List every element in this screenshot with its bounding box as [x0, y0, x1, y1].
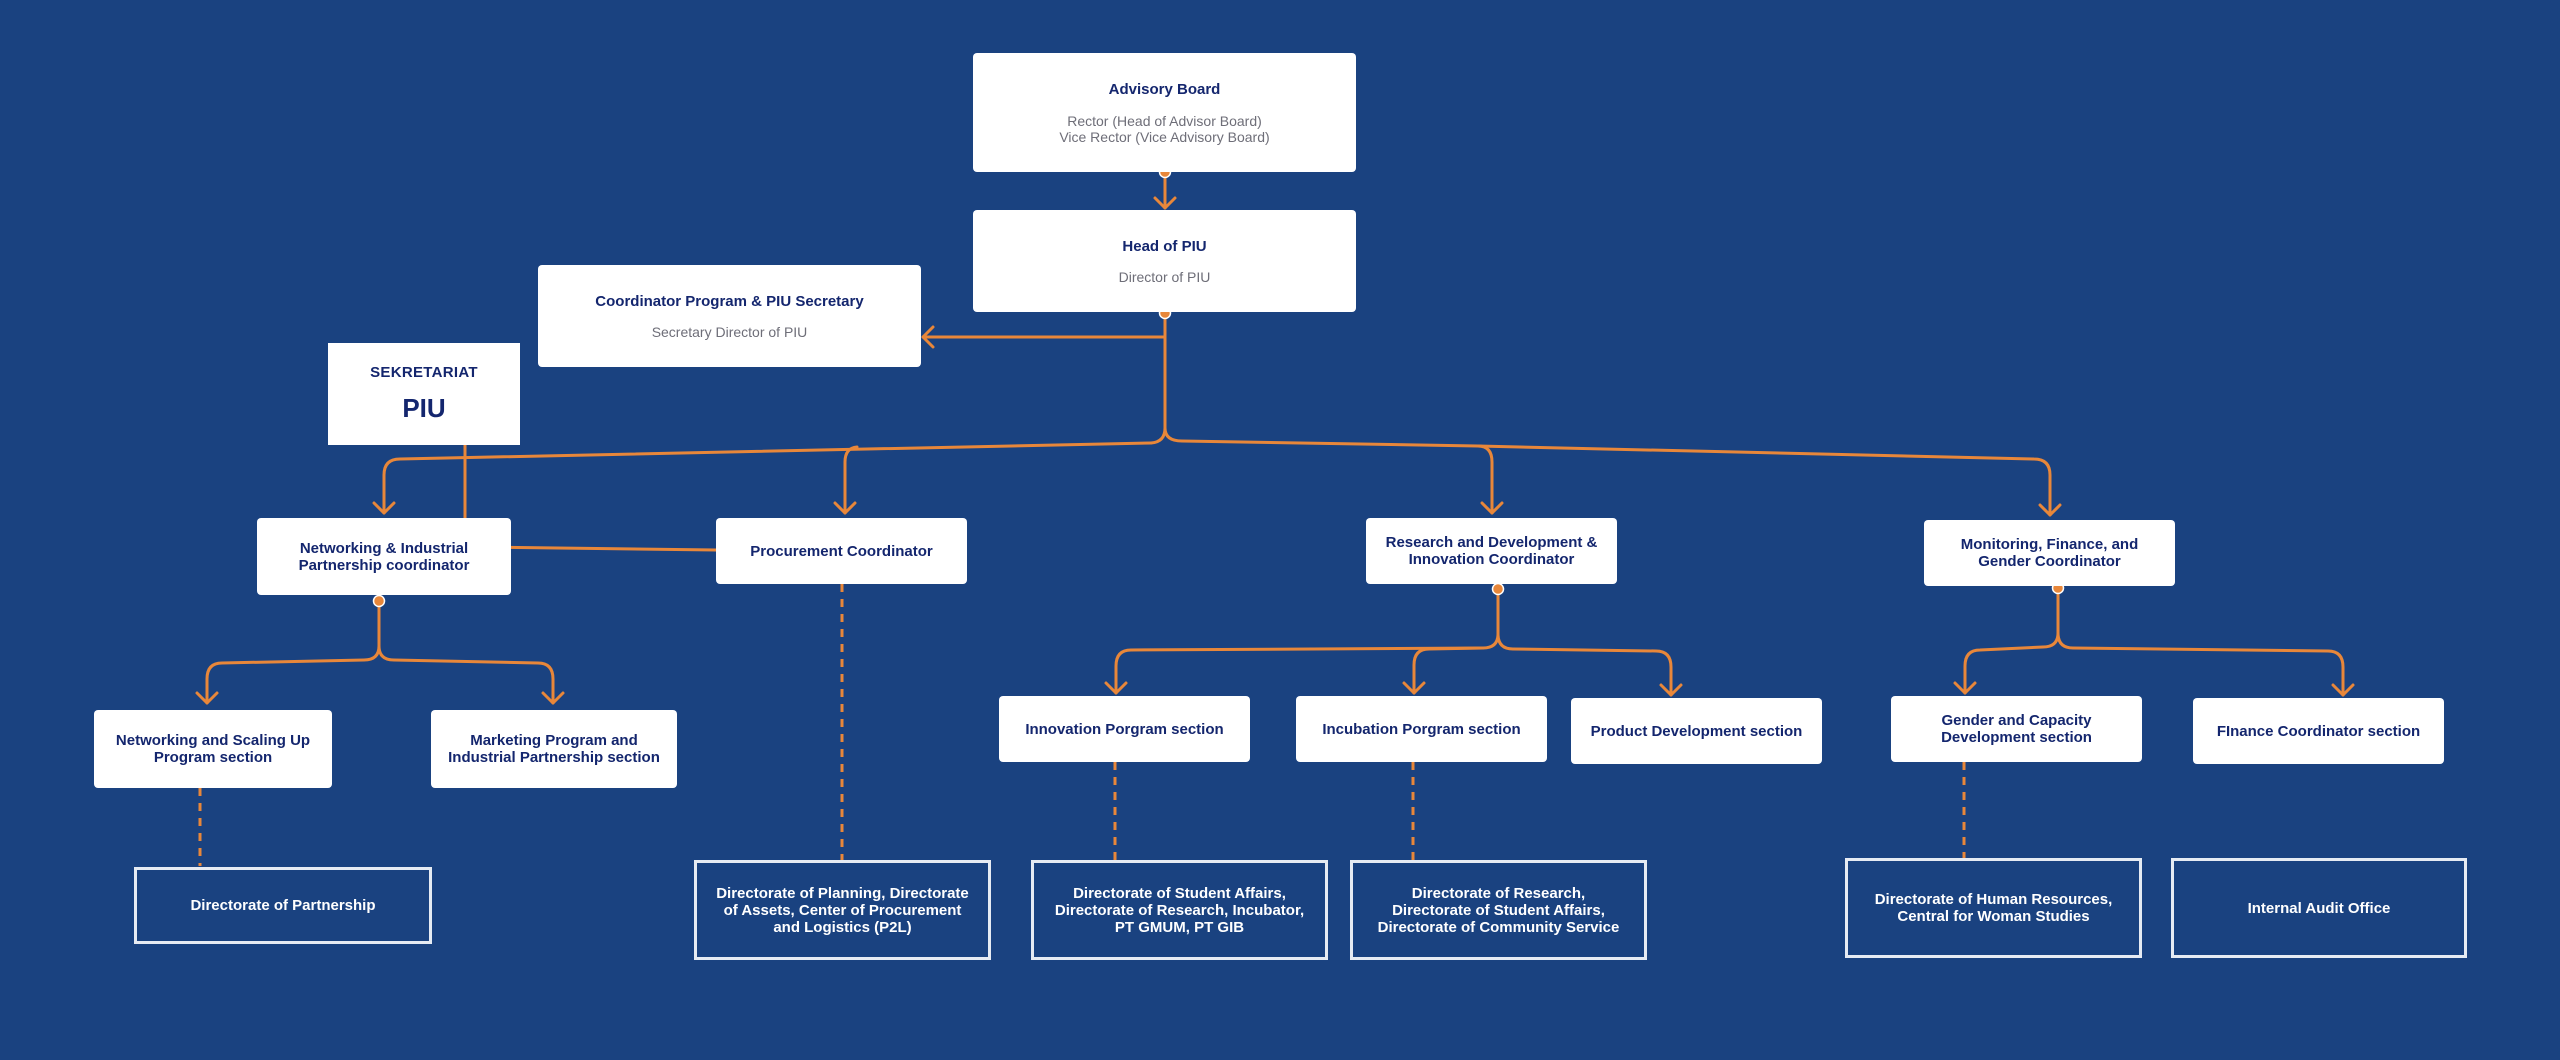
- arrow-coordinator-program: [921, 325, 935, 349]
- directorate-student-affairs-label: Directorate of Student Affairs, Director…: [1054, 884, 1305, 936]
- connector-to-procurement: [843, 445, 859, 515]
- procurement-coordinator-box[interactable]: Procurement Coordinator: [716, 518, 967, 584]
- advisory-board-title: Advisory Board: [1108, 80, 1221, 98]
- arrow-finance: [2331, 683, 2355, 697]
- procurement-coordinator-title: Procurement Coordinator: [750, 542, 933, 560]
- arrow-monitoring: [2038, 503, 2062, 517]
- connector-monitoring-trunk: [1963, 586, 2060, 695]
- incubation-section-title: Incubation Porgram section: [1322, 720, 1521, 738]
- directorate-planning-box[interactable]: Directorate of Planning, Directorate of …: [694, 860, 991, 960]
- sekretariat-label: SEKRETARIAT: [370, 364, 478, 381]
- arrow-innovation: [1104, 681, 1128, 695]
- directorate-student-affairs-box[interactable]: Directorate of Student Affairs, Director…: [1031, 860, 1328, 960]
- connector-to-research: [1476, 444, 1494, 515]
- head-of-piu-box[interactable]: Head of PIU Director of PIU: [973, 210, 1356, 312]
- coordinator-program-title: Coordinator Program & PIU Secretary: [595, 292, 864, 310]
- arrow-procurement: [833, 501, 857, 515]
- arrow-incubation: [1402, 681, 1426, 695]
- innovation-section-title: Innovation Porgram section: [1025, 720, 1224, 738]
- connector-head-trunk: [1149, 335, 1167, 445]
- product-development-section-box[interactable]: Product Development section: [1571, 698, 1822, 764]
- coordinator-program-box[interactable]: Coordinator Program & PIU Secretary Secr…: [538, 265, 921, 367]
- connector-to-product-dev: [1496, 632, 1673, 697]
- directorate-human-resources-box[interactable]: Directorate of Human Resources, Central …: [1845, 858, 2142, 958]
- arrow-networking: [372, 501, 396, 515]
- marketing-program-section-box[interactable]: Marketing Program and Industrial Partner…: [431, 710, 677, 788]
- arrow-networking-scaling: [195, 691, 219, 705]
- connector-to-marketing: [377, 644, 555, 705]
- advisory-board-vice-rector: Vice Rector (Vice Advisory Board): [1059, 128, 1270, 145]
- arrow-head-of-piu: [1153, 196, 1177, 210]
- sekretariat-piu-label: PIU: [402, 393, 446, 423]
- networking-scaling-section-title: Networking and Scaling Up Program sectio…: [115, 732, 311, 766]
- head-of-piu-title: Head of PIU: [1122, 237, 1207, 255]
- connector-networking-trunk: [205, 599, 381, 705]
- networking-scaling-section-box[interactable]: Networking and Scaling Up Program sectio…: [94, 710, 332, 788]
- arrow-marketing: [541, 691, 565, 705]
- directorate-partnership-label: Directorate of Partnership: [190, 897, 376, 914]
- coordinator-program-secretary: Secretary Director of PIU: [651, 323, 808, 340]
- advisory-board-box[interactable]: Advisory Board Rector (Head of Advisor B…: [973, 53, 1356, 172]
- innovation-section-box[interactable]: Innovation Porgram section: [999, 696, 1250, 762]
- connector-to-networking: [382, 441, 1153, 515]
- connector-to-finance: [2056, 631, 2345, 697]
- head-of-piu-director: Director of PIU: [1118, 268, 1211, 285]
- networking-coordinator-box[interactable]: Networking & Industrial Partnership coor…: [257, 518, 511, 595]
- product-development-section-title: Product Development section: [1590, 722, 1803, 740]
- advisory-board-rector: Rector (Head of Advisor Board): [1067, 112, 1262, 129]
- directorate-research-box[interactable]: Directorate of Research, Directorate of …: [1350, 860, 1647, 960]
- directorate-planning-label: Directorate of Planning, Directorate of …: [716, 884, 969, 936]
- arrow-product-dev: [1659, 683, 1683, 697]
- finance-coordinator-section-box[interactable]: FInance Coordinator section: [2193, 698, 2444, 764]
- incubation-section-box[interactable]: Incubation Porgram section: [1296, 696, 1547, 762]
- internal-audit-office-box[interactable]: Internal Audit Office: [2171, 858, 2467, 958]
- research-coordinator-title: Research and Development & Innovation Co…: [1385, 534, 1598, 568]
- arrow-research: [1480, 501, 1504, 515]
- arrow-gender: [1953, 681, 1977, 695]
- directorate-research-label: Directorate of Research, Directorate of …: [1377, 884, 1620, 936]
- monitoring-coordinator-box[interactable]: Monitoring, Finance, and Gender Coordina…: [1924, 520, 2175, 586]
- finance-coordinator-section-title: FInance Coordinator section: [2216, 722, 2421, 740]
- monitoring-coordinator-title: Monitoring, Finance, and Gender Coordina…: [1960, 536, 2139, 570]
- research-coordinator-box[interactable]: Research and Development & Innovation Co…: [1366, 518, 1617, 584]
- gender-capacity-section-title: Gender and Capacity Development section: [1941, 712, 2092, 746]
- gender-capacity-section-box[interactable]: Gender and Capacity Development section: [1891, 696, 2142, 762]
- connector-right-trunk: [1163, 426, 1480, 448]
- connector-research-trunk: [1114, 587, 1500, 695]
- connector-head-to-coordinator-program: [921, 311, 1167, 339]
- directorate-human-resources-label: Directorate of Human Resources, Central …: [1874, 891, 2113, 925]
- networking-coordinator-title: Networking & Industrial Partnership coor…: [298, 539, 470, 574]
- directorate-partnership-box[interactable]: Directorate of Partnership: [134, 867, 432, 944]
- sekretariat-piu-box[interactable]: SEKRETARIAT PIU: [328, 343, 520, 445]
- marketing-program-section-title: Marketing Program and Industrial Partner…: [448, 732, 660, 766]
- connector-to-incubation: [1412, 646, 1485, 695]
- dot-research: [1491, 582, 1505, 596]
- connector-to-monitoring: [1476, 444, 2052, 517]
- dot-networking: [372, 594, 386, 608]
- internal-audit-office-label: Internal Audit Office: [2247, 899, 2391, 917]
